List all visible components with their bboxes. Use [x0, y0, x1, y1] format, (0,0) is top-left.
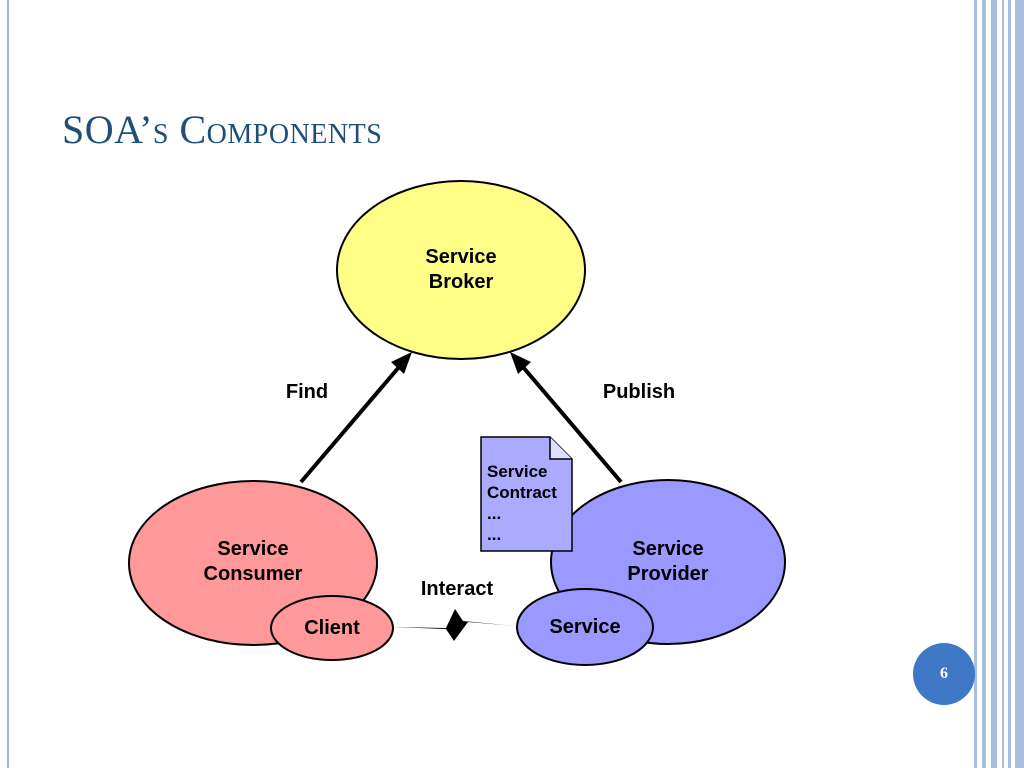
publish-label: Publish — [603, 381, 675, 403]
contract-text-line2: Contract — [487, 483, 557, 502]
contract-text-line1: Service — [487, 462, 548, 481]
document-fold — [549, 437, 572, 460]
service-contract-document — [480, 436, 573, 552]
contract-text-line3: ... — [487, 504, 501, 523]
client-node — [270, 595, 394, 661]
client-label: Client — [304, 617, 360, 639]
interact-lightning-bolt — [392, 609, 516, 641]
right-border-decoration — [974, 0, 1024, 768]
service-node — [516, 588, 654, 666]
service-consumer-label-line2: Consumer — [204, 563, 303, 585]
page-number-badge: 6 — [913, 643, 975, 705]
contract-text-line4: ... — [487, 525, 501, 544]
service-label: Service — [549, 616, 620, 638]
service-consumer-label-line1: Service — [217, 538, 288, 560]
interact-label: Interact — [421, 578, 494, 600]
slide-title: SOA’s Components — [62, 107, 383, 152]
find-label: Find — [286, 381, 328, 403]
service-broker-label-line1: Service — [425, 246, 496, 268]
find-arrow — [299, 358, 407, 484]
left-border-decoration — [0, 0, 10, 768]
publish-arrowhead — [510, 352, 531, 374]
find-arrowhead — [391, 352, 412, 374]
service-provider-label-line2: Provider — [627, 563, 708, 585]
service-broker-label-line2: Broker — [429, 271, 494, 293]
service-provider-label-line1: Service — [632, 538, 703, 560]
service-broker-node — [336, 180, 586, 360]
publish-arrow — [515, 358, 623, 484]
